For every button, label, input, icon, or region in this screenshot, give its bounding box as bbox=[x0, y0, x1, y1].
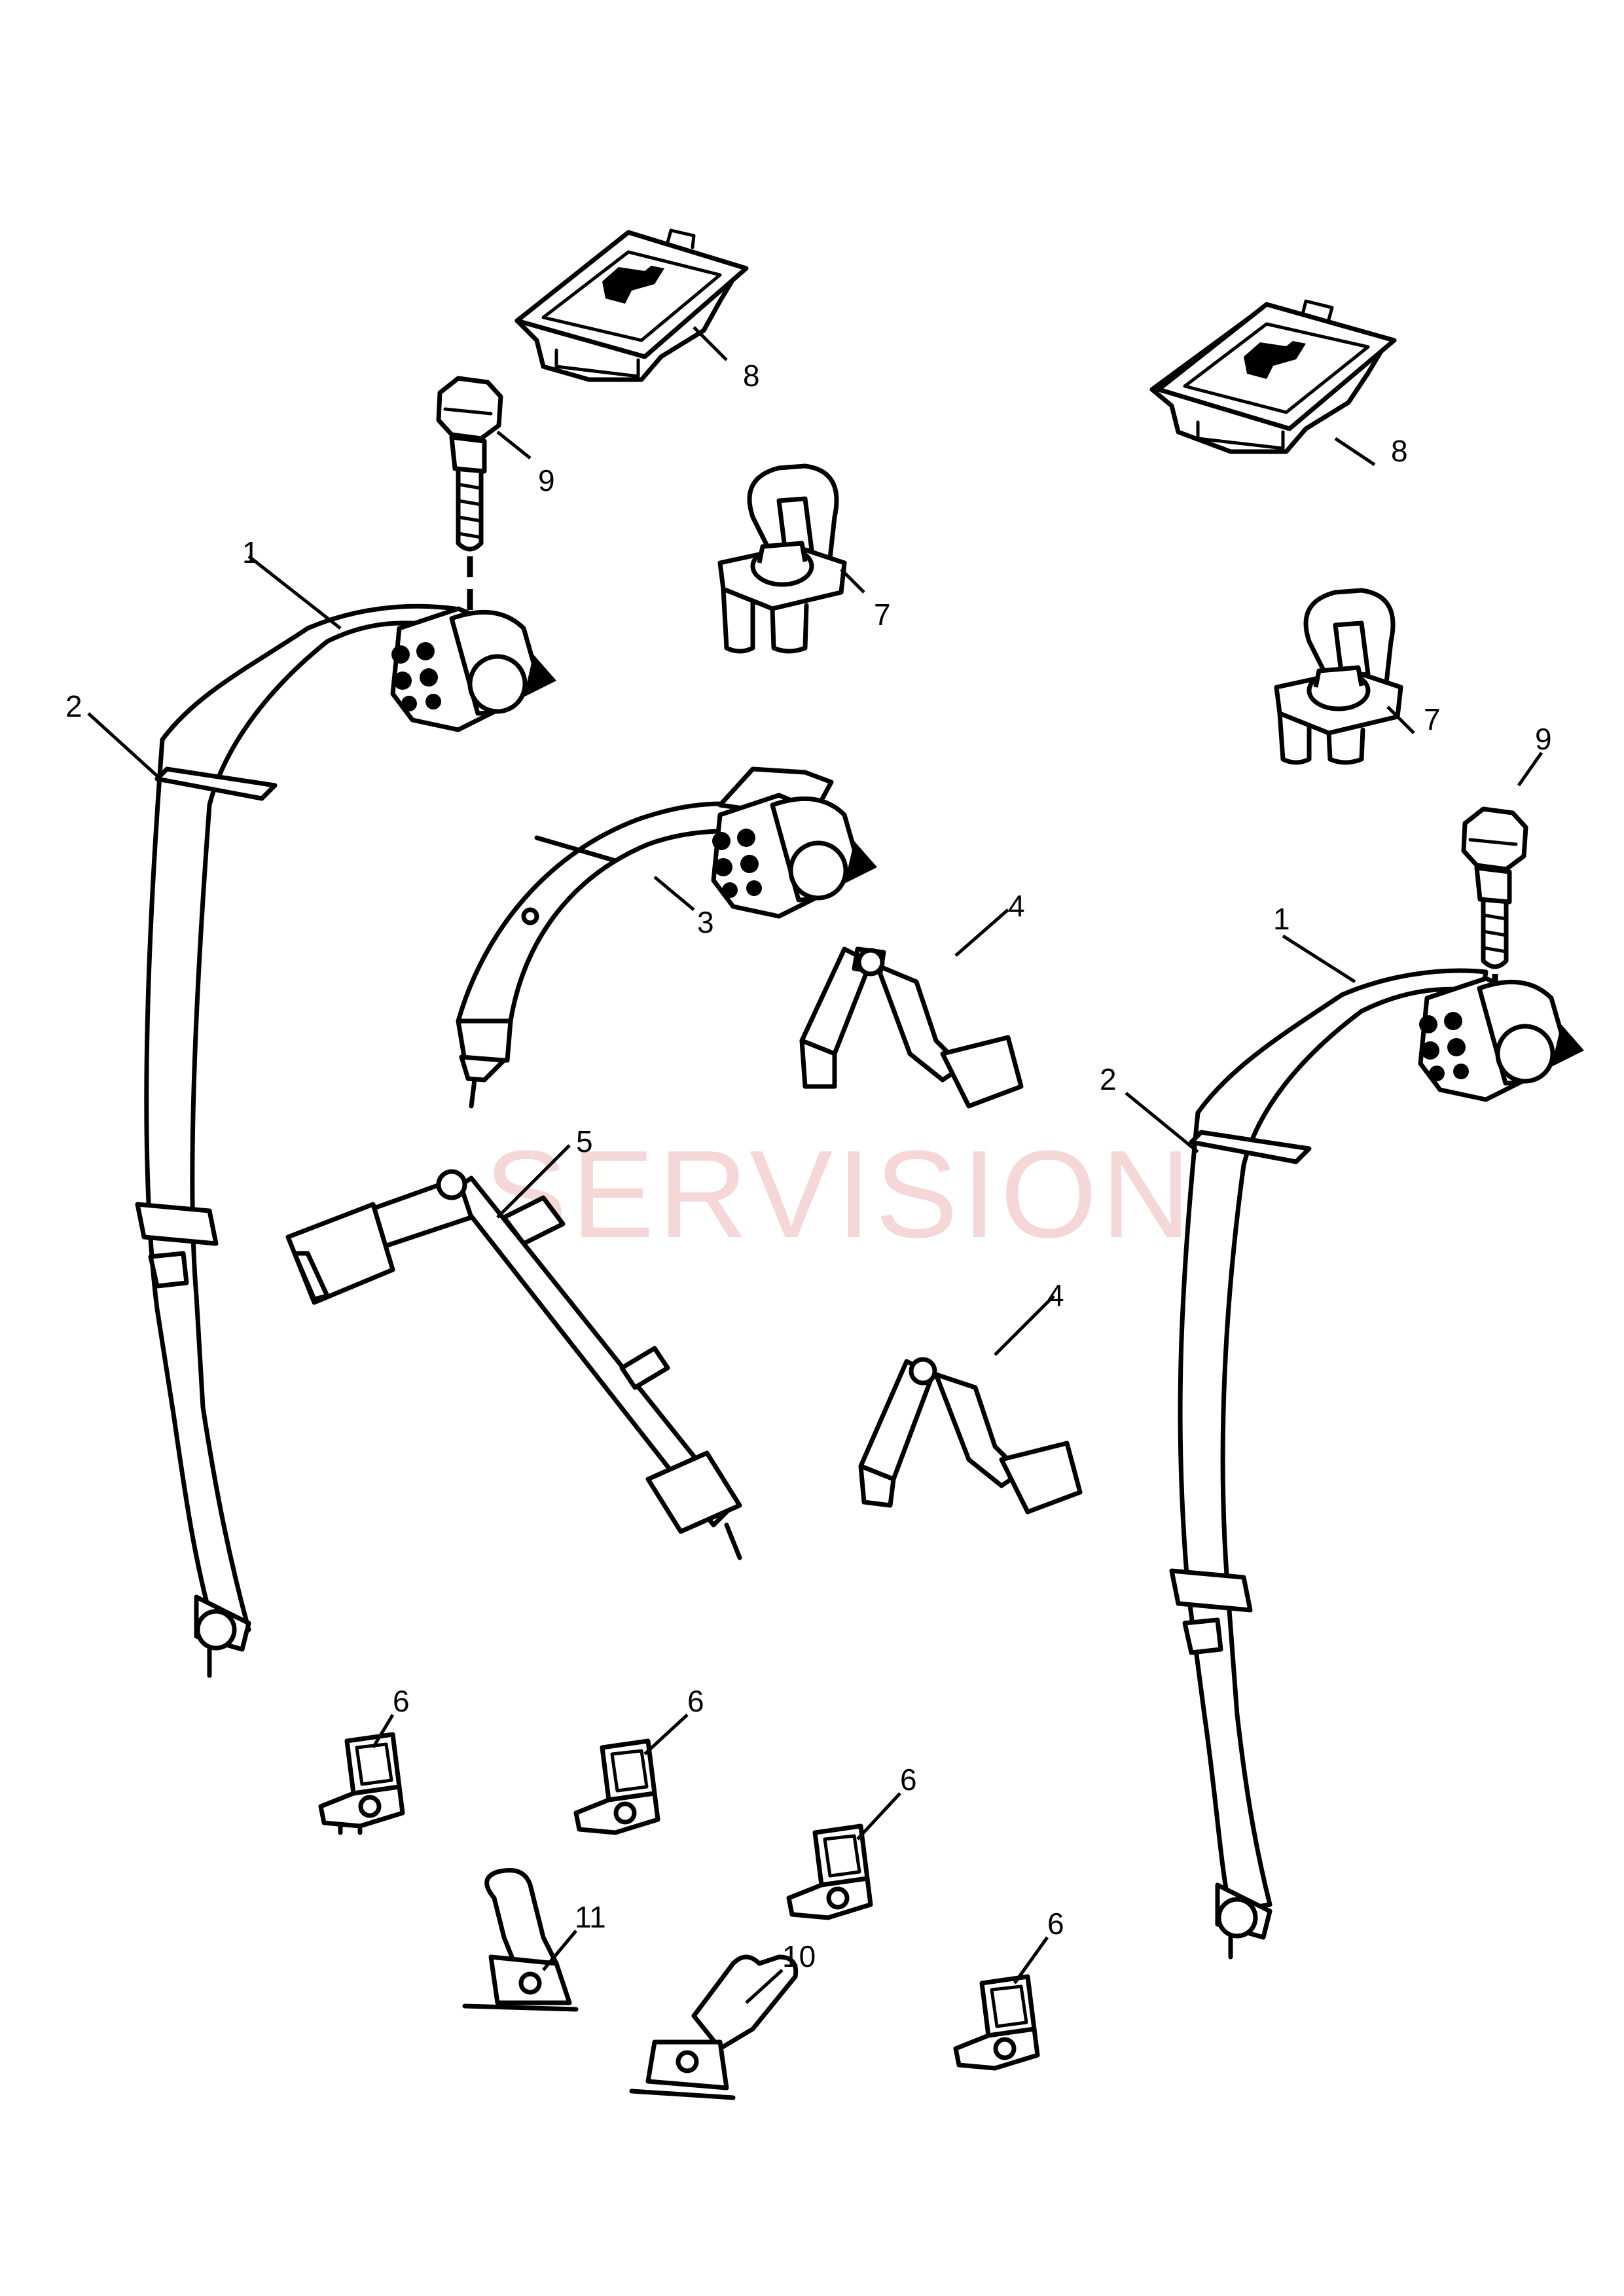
callout-4-lower: 4 bbox=[1047, 1278, 1064, 1312]
clip-2[interactable] bbox=[573, 1738, 660, 1835]
twin-buckle-upper[interactable] bbox=[799, 946, 1024, 1109]
callout-8-left: 8 bbox=[743, 359, 760, 393]
callout-8-right: 8 bbox=[1391, 434, 1408, 468]
trim-cover-right[interactable] bbox=[1149, 299, 1397, 454]
callout-1-left: 1 bbox=[242, 535, 259, 569]
callout-9-right: 9 bbox=[1535, 722, 1552, 756]
callout-9-left: 9 bbox=[538, 463, 555, 497]
seat-belt-outer-left[interactable] bbox=[135, 603, 556, 1678]
callout-labels: 1 2 8 9 7 3 4 5 4 8 7 9 1 2 6 6 6 6 11 1… bbox=[65, 359, 1552, 1973]
callout-6-d: 6 bbox=[1047, 1907, 1064, 1941]
clip-4[interactable] bbox=[953, 1974, 1040, 2071]
callout-2-left: 2 bbox=[65, 689, 82, 723]
centre-buckle-strap[interactable] bbox=[285, 1169, 742, 1560]
callout-6-b: 6 bbox=[687, 1684, 704, 1718]
seat-belt-outer-right[interactable] bbox=[1169, 968, 1584, 1960]
spring-clip-11[interactable] bbox=[462, 1868, 579, 2012]
watermark: SERVISION bbox=[484, 1125, 1195, 1264]
trim-cover-left[interactable] bbox=[514, 228, 749, 382]
callout-10: 10 bbox=[782, 1939, 816, 1973]
callout-7-right: 7 bbox=[1424, 702, 1441, 736]
leader-lines bbox=[87, 326, 1543, 2004]
callout-3: 3 bbox=[697, 905, 714, 939]
callout-2-right: 2 bbox=[1100, 1062, 1117, 1096]
twin-buckle-lower[interactable] bbox=[858, 1357, 1083, 1515]
callout-11: 11 bbox=[575, 1900, 606, 1934]
callout-5: 5 bbox=[576, 1124, 593, 1158]
seat-belt-centre[interactable] bbox=[456, 766, 877, 1109]
callout-1-right: 1 bbox=[1273, 902, 1290, 936]
callout-7-left: 7 bbox=[874, 598, 891, 632]
spring-clip-10[interactable] bbox=[629, 1954, 799, 2100]
anchor-bracket-right[interactable] bbox=[1274, 588, 1403, 765]
callout-4-upper: 4 bbox=[1008, 889, 1025, 923]
callout-6-c: 6 bbox=[900, 1763, 917, 1797]
clip-1[interactable] bbox=[318, 1732, 405, 1835]
callout-6-a: 6 bbox=[393, 1684, 410, 1718]
clip-3[interactable] bbox=[786, 1823, 873, 1920]
anchor-bracket-left[interactable] bbox=[717, 463, 847, 654]
